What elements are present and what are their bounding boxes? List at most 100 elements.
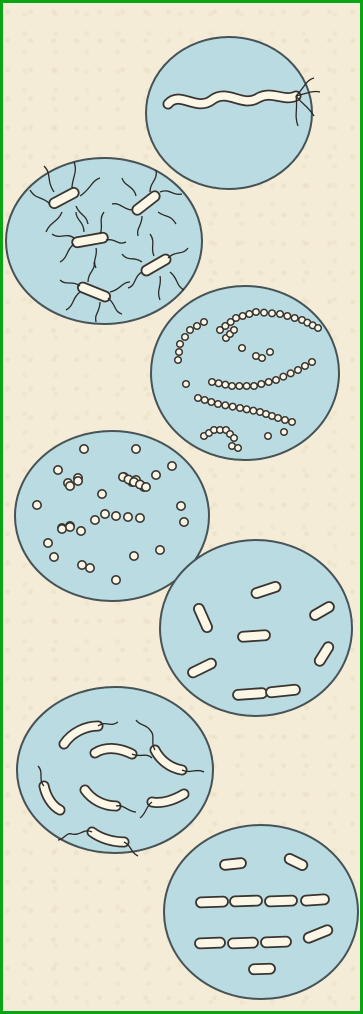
coccus-cell: [261, 309, 268, 316]
coccus-cell: [269, 310, 276, 317]
coccus-cell: [112, 512, 120, 520]
coccus-cell: [236, 383, 243, 390]
coccus-cell: [78, 561, 86, 569]
vibrio-panel: [17, 687, 213, 856]
coccus-cell: [233, 315, 240, 322]
coccus-cell: [208, 399, 215, 406]
coccus-cell: [246, 311, 253, 318]
coccus-cell: [77, 527, 85, 535]
coccus-cell: [176, 349, 183, 356]
coccus-cell: [130, 552, 138, 560]
coccus-cell: [284, 313, 291, 320]
coccus-cell: [98, 490, 106, 498]
coccus-cell: [44, 539, 52, 547]
coccus-cell: [168, 462, 176, 470]
coccus-cell: [66, 523, 74, 531]
coccus-cell: [265, 433, 272, 440]
coccus-cell: [136, 514, 144, 522]
coccus-cell: [231, 327, 238, 334]
coccus-cell: [66, 482, 74, 490]
coccus-cell: [156, 546, 164, 554]
rod-cell: [195, 937, 225, 948]
rod-cell: [230, 895, 262, 906]
coccus-cell: [281, 429, 288, 436]
coccus-cell: [282, 417, 289, 424]
coccus-cell: [177, 502, 185, 510]
coccus-cell: [182, 334, 189, 341]
coccus-cell: [187, 327, 194, 334]
coccus-cell: [309, 359, 316, 366]
coccus-cell: [259, 355, 266, 362]
coccus-cell: [209, 379, 216, 386]
coccus-cell: [175, 357, 182, 364]
coccus-cell: [291, 315, 298, 322]
coccus-cell: [222, 402, 229, 409]
coccus-cell: [215, 380, 222, 387]
coccus-cell: [251, 383, 258, 390]
coccus-cell: [50, 553, 58, 561]
flagellated-rods-panel: [6, 158, 202, 324]
coccus-cell: [74, 477, 82, 485]
coccus-cell: [201, 397, 208, 404]
coccus-cell: [86, 564, 94, 572]
coccus-cell: [237, 405, 244, 412]
spirillum-panel: [146, 37, 320, 189]
coccus-cell: [80, 445, 88, 453]
coccus-cell: [183, 381, 190, 388]
rod-cell: [220, 858, 247, 871]
coccus-cell: [302, 363, 309, 370]
dish: [151, 286, 339, 460]
coccus-cell: [295, 367, 302, 374]
coccus-cell: [231, 435, 238, 442]
coccus-cell: [250, 407, 257, 414]
coccus-cell: [112, 576, 120, 584]
coccus-cell: [235, 445, 242, 452]
coccus-cell: [265, 379, 272, 386]
coccus-cell: [258, 381, 265, 388]
coccus-cell: [275, 415, 282, 422]
coccus-cell: [229, 403, 236, 410]
coccus-cell: [315, 325, 322, 332]
coccus-cell: [215, 401, 222, 408]
coccus-cell: [132, 445, 140, 453]
coccus-cell: [180, 518, 188, 526]
rod-cell: [233, 688, 268, 700]
coccus-cell: [267, 349, 274, 356]
coccus-cell: [33, 501, 41, 509]
rod-cell: [301, 894, 330, 906]
coccus-cell: [152, 471, 160, 479]
coccus-cell: [142, 483, 150, 491]
coccus-cell: [194, 323, 201, 330]
coccus-cell: [273, 377, 280, 384]
rod-cell: [238, 630, 271, 642]
coccus-cell: [287, 370, 294, 377]
streptobacilli-panel: [164, 825, 358, 999]
rod-cell: [196, 896, 228, 907]
coccus-cell: [58, 525, 66, 533]
coccus-cell: [277, 311, 284, 318]
coccus-cell: [201, 319, 208, 326]
coccus-cell: [239, 345, 246, 352]
coccus-cell: [229, 383, 236, 390]
rod-cell: [261, 936, 291, 947]
rod-cell: [249, 964, 275, 975]
coccus-cell: [289, 419, 296, 426]
coccus-cell: [239, 313, 246, 320]
coccus-cell: [177, 341, 184, 348]
dish: [146, 37, 312, 189]
coccus-cell: [222, 381, 229, 388]
cocci-chains-panel: [151, 286, 339, 460]
coccus-cell: [124, 513, 132, 521]
coccus-cell: [243, 383, 250, 390]
rod-cell: [228, 937, 258, 948]
coccus-cell: [91, 516, 99, 524]
coccus-cell: [101, 510, 109, 518]
coccus-cell: [280, 373, 287, 380]
coccus-cell: [243, 406, 250, 413]
coccus-cell: [253, 309, 260, 316]
bacilli-panel: [160, 540, 352, 716]
coccus-cell: [54, 466, 62, 474]
coccus-cell: [195, 395, 202, 402]
rod-cell: [265, 895, 297, 906]
